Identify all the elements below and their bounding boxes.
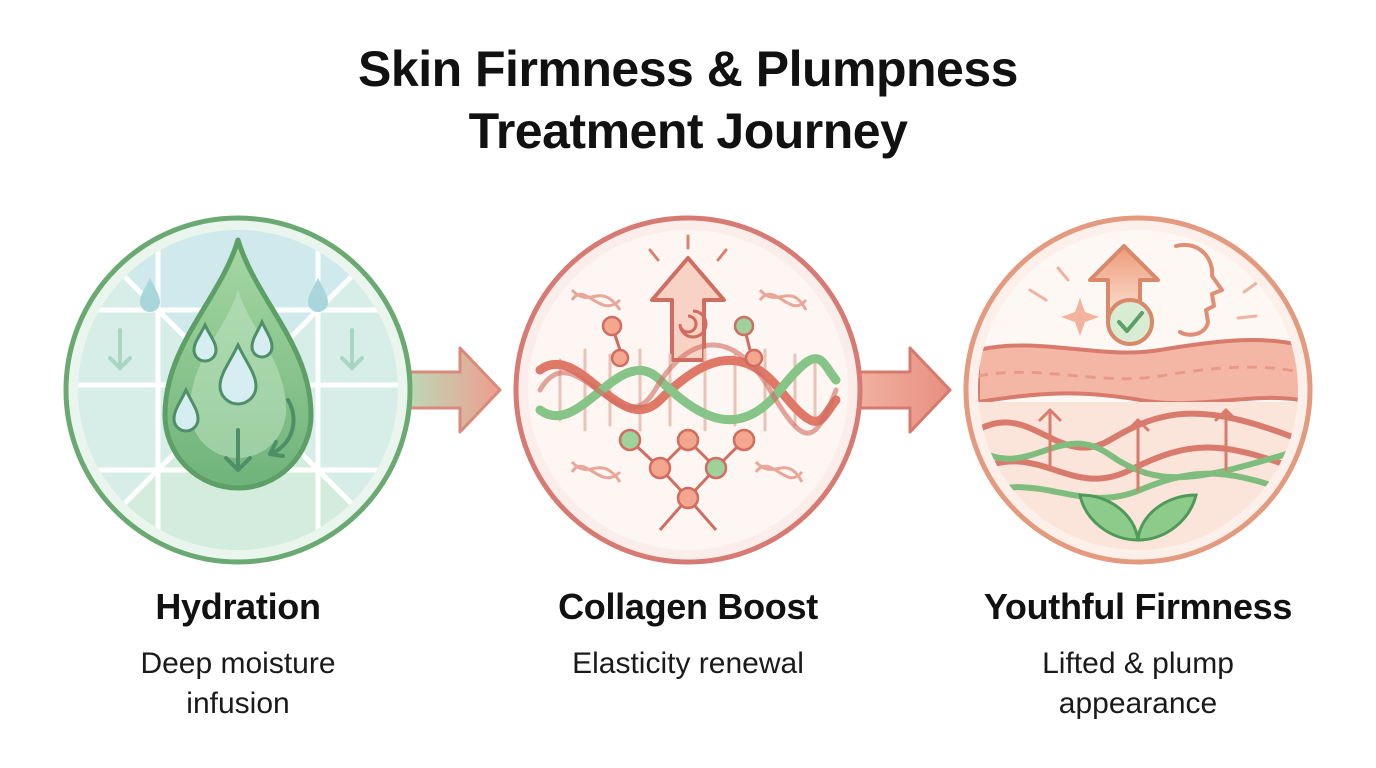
dna-helix-icon: [535, 342, 841, 436]
collagen-circle: [513, 215, 863, 565]
stage-title: Hydration: [155, 586, 321, 627]
stage-hydration: Hydration Deep moisture infusion: [28, 584, 448, 724]
glow-rays: [648, 234, 728, 262]
checkmark-icon: [1106, 298, 1154, 346]
face-profile-icon: [1174, 242, 1224, 337]
up-arrow-icon: [650, 256, 726, 362]
stage-title: Collagen Boost: [558, 586, 818, 627]
stage-youthful-firmness: Youthful Firmness Lifted & plump appeara…: [928, 584, 1348, 724]
firmness-circle: [963, 215, 1313, 565]
stage-description: Elasticity renewal: [572, 647, 804, 680]
title-line-1: Skin Firmness & Plumpness: [358, 41, 1018, 97]
stage-collagen-boost: Collagen Boost Elasticity renewal: [478, 584, 898, 684]
glow-rays: [1028, 266, 1260, 320]
stage-description: Lifted & plump appearance: [1042, 647, 1234, 720]
leaf-icon: [1078, 493, 1198, 542]
arrow-connector-2: [850, 346, 952, 434]
molecule-network: [601, 315, 764, 531]
skin-layers-icon: [978, 338, 1298, 550]
page-title: Skin Firmness & Plumpness Treatment Jour…: [0, 38, 1376, 162]
water-drop-icon: [162, 237, 314, 491]
small-dna-icons: [570, 288, 808, 483]
title-line-2: Treatment Journey: [468, 103, 908, 159]
stage-description: Deep moisture infusion: [140, 647, 336, 720]
sparkle-icon: [1061, 298, 1099, 336]
arrow-connector-1: [402, 346, 502, 434]
hydration-circle: [63, 215, 413, 565]
stage-title: Youthful Firmness: [983, 586, 1293, 627]
